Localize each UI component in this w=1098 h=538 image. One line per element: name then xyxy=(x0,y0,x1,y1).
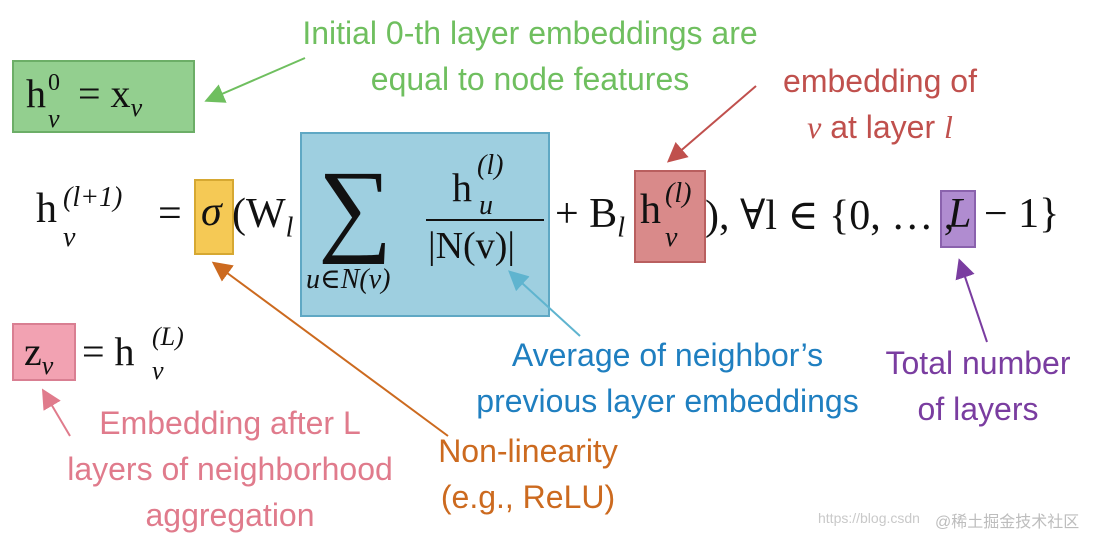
note-initial: Initial 0-th layer embeddings are equal … xyxy=(302,15,758,97)
note-after-l: Embedding after L layers of neighborhood… xyxy=(67,405,393,533)
arrow-total xyxy=(955,258,988,343)
note-nonlinearity: Non-linearity (e.g., ReLU) xyxy=(438,433,618,515)
sum-symbol: ∑ xyxy=(318,150,393,265)
note-average: Average of neighbor’s previous layer emb… xyxy=(476,337,859,419)
arrow-after-l xyxy=(41,388,71,437)
arrow-nonlinearity xyxy=(211,261,449,437)
total-layers-box xyxy=(940,190,976,248)
main-eq-sign: = xyxy=(158,191,182,237)
z-rhs-sub: v xyxy=(152,356,164,385)
forall-term: ), ∀l ∈ {0, … , xyxy=(705,193,955,239)
sum-subscript: u∈N(v) xyxy=(306,264,391,295)
z-symbol: zv xyxy=(24,329,54,380)
watermark-url: https://blog.csdn xyxy=(818,510,920,526)
prev-h: h xyxy=(640,187,661,233)
sigma-symbol: σ xyxy=(201,189,222,235)
watermark-brand: @稀土掘金技术社区 xyxy=(935,514,1080,531)
numerator-sup: (l) xyxy=(477,150,504,181)
main-lhs-sub: v xyxy=(63,222,76,253)
prev-h-sup: (l) xyxy=(665,178,692,209)
arrow-average xyxy=(508,270,581,337)
init-embedding-box xyxy=(12,60,195,133)
minus-one: − 1} xyxy=(984,191,1060,237)
note-total: Total number of layers xyxy=(885,345,1071,427)
main-lhs-sup: (l+1) xyxy=(63,182,123,213)
note-embedding-of: embedding of v at layer l xyxy=(783,63,977,145)
final-embedding-box xyxy=(12,323,76,381)
total-layers-symbol: L xyxy=(948,191,972,237)
prev-h-sub: v xyxy=(665,222,678,253)
fraction-numerator: h xyxy=(452,165,472,210)
arrow-initial xyxy=(204,57,306,103)
arrow-embedding-of xyxy=(666,85,757,163)
main-equation-lhs: h xyxy=(36,186,57,232)
w-term: (Wl xyxy=(232,191,294,244)
z-rhs-sup: (L) xyxy=(152,322,184,351)
b-term: + Bl xyxy=(555,191,625,244)
prev-embedding-box xyxy=(634,170,706,263)
numerator-sub: u xyxy=(479,190,493,221)
fraction-denominator: |N(v)| xyxy=(428,225,515,267)
sigma-box xyxy=(194,179,234,255)
z-equation-rhs: = h xyxy=(82,329,135,374)
fraction-bar xyxy=(426,219,544,221)
